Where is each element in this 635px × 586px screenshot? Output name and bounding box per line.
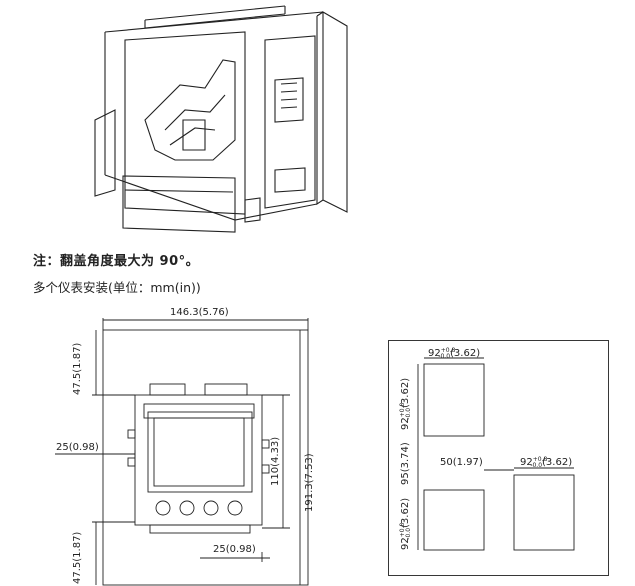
- front-mounting-drawing: 146.3(5.76) 47.5(1.87) 25(0.98) 110(4.33…: [55, 307, 315, 586]
- panel-cutout-drawing: 92+0.8-0.0(3.62) 92+0.8-0.0(3.62) 95(3.7…: [388, 340, 609, 576]
- dim-total-width: 146.3(5.76): [170, 307, 229, 318]
- cutout-height-upper: 92+0.8-0.0(3.62): [399, 378, 412, 430]
- dim-right-offset: 25(0.98): [213, 544, 256, 555]
- rotation-note: 注：翻盖角度最大为 90°。: [33, 254, 200, 269]
- cutout-height-lower: 92+0.8-0.0(3.62): [399, 498, 412, 550]
- cutout-gap-vertical: 95(3.74): [400, 442, 411, 485]
- cutout-width-right: 92+0.8-0.0(3.62): [520, 456, 572, 469]
- installation-subheading: 多个仪表安装(单位：mm(in)): [33, 280, 201, 295]
- dim-top-margin: 47.5(1.87): [72, 343, 83, 395]
- cutout-gap-horizontal: 50(1.97): [440, 457, 483, 468]
- dim-left-offset: 25(0.98): [56, 442, 99, 453]
- meter-isometric-drawing: [94, 5, 348, 233]
- cutout-width-top: 92+0.8-0.0(3.62): [428, 347, 480, 360]
- dim-body-height: 110(4.33): [270, 437, 281, 486]
- dim-total-height: 191.3(7.53): [304, 453, 315, 512]
- dim-bottom-margin: 47.5(1.87): [72, 532, 83, 584]
